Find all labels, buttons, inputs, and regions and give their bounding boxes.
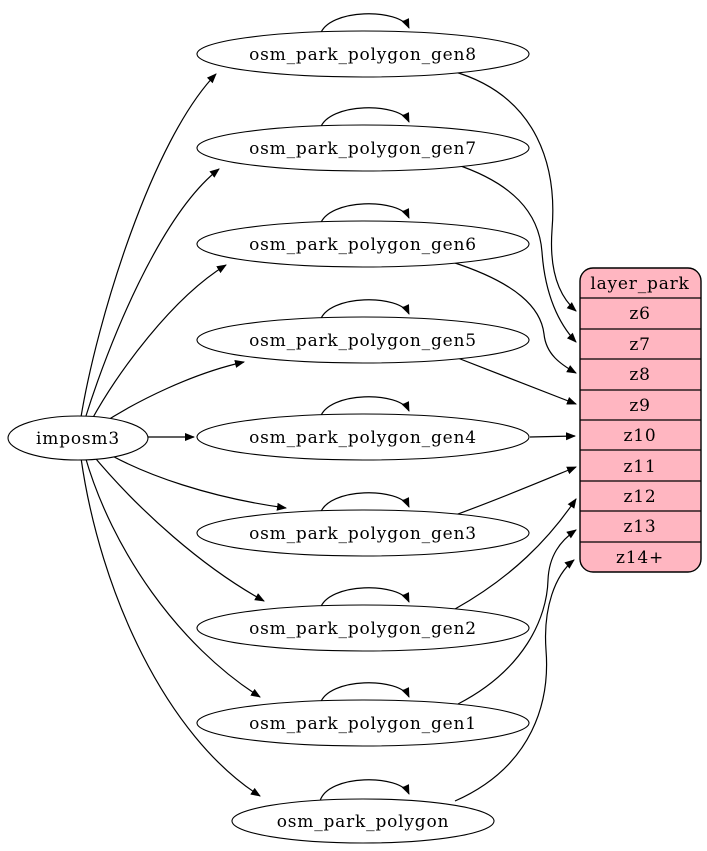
gen8-ellipse — [196, 30, 530, 78]
layer-row-z11: z11 — [624, 457, 657, 477]
edge-osm-park-polygon-gen5-to-z9 — [449, 354, 577, 405]
imposm3-ellipse — [7, 415, 149, 461]
self-loop-osm-park-polygon — [319, 779, 410, 802]
edge-osm-park-polygon-gen8-to-z6 — [451, 70, 577, 312]
node-osm-park-polygon-gen1: osm_park_polygon_gen1 — [196, 699, 530, 747]
gen3-label: osm_park_polygon_gen3 — [249, 524, 477, 544]
gen1-label: osm_park_polygon_gen1 — [249, 714, 477, 734]
node-imposm3: imposm3 — [7, 415, 149, 461]
node-osm-park-polygon-gen3: osm_park_polygon_gen3 — [196, 509, 530, 557]
imposm3-label: imposm3 — [36, 429, 120, 449]
node-osm-park-polygon-gen5: osm_park_polygon_gen5 — [196, 316, 530, 364]
node-layer-park: layer_park z6 z7 z8 z9 z10 z11 z12 z13 z… — [579, 267, 702, 573]
self-loop-osm-park-polygon-gen3 — [319, 492, 410, 515]
gen5-ellipse — [196, 316, 530, 364]
edge-imposm3-to-osm-park-polygon-gen2 — [90, 452, 265, 602]
layer-row-z8: z8 — [629, 365, 650, 385]
edge-osm-park-polygon-gen3-to-z11 — [449, 466, 577, 518]
self-loops — [319, 13, 410, 802]
edge-osm-park-polygon-gen1-to-z13 — [457, 529, 577, 705]
osm-park-polygon-ellipse — [231, 798, 495, 844]
layer-row-z7: z7 — [629, 335, 650, 355]
gen3-ellipse — [196, 509, 530, 557]
gen1-ellipse — [196, 699, 530, 747]
gen7-ellipse — [196, 124, 530, 172]
self-loop-osm-park-polygon-gen5 — [319, 299, 410, 322]
layer-row-z12: z12 — [624, 487, 657, 507]
node-osm-park-polygon-gen2: osm_park_polygon_gen2 — [196, 604, 530, 652]
self-loop-osm-park-polygon-gen1 — [319, 682, 410, 705]
layer-park-row-dividers — [580, 297, 701, 543]
layer-row-z6: z6 — [629, 304, 650, 324]
gen2-label: osm_park_polygon_gen2 — [249, 619, 477, 639]
edges-to-layer-park — [449, 70, 577, 802]
layer-row-z9: z9 — [629, 396, 650, 416]
layer-park-title: layer_park — [590, 274, 689, 294]
edge-imposm3-to-osm-park-polygon-gen7 — [84, 168, 220, 420]
node-osm-park-polygon-gen8: osm_park_polygon_gen8 — [196, 30, 530, 78]
self-loop-osm-park-polygon-gen4 — [319, 396, 410, 419]
self-loop-osm-park-polygon-gen8 — [319, 13, 410, 36]
edge-osm-park-polygon-gen4-to-z10 — [529, 432, 576, 441]
gen2-ellipse — [196, 604, 530, 652]
edge-imposm3-to-osm-park-polygon — [80, 457, 261, 797]
edge-imposm3-to-osm-park-polygon-gen6 — [90, 264, 227, 422]
gen4-label: osm_park_polygon_gen4 — [249, 428, 477, 448]
self-loop-osm-park-polygon-gen7 — [319, 107, 410, 130]
osm-park-polygon-label: osm_park_polygon — [277, 812, 450, 832]
node-osm-park-polygon: osm_park_polygon — [231, 798, 495, 844]
layer-row-z13: z13 — [624, 517, 657, 537]
gen6-label: osm_park_polygon_gen6 — [249, 235, 477, 255]
edge-imposm3-to-osm-park-polygon-gen3 — [99, 448, 287, 511]
gen5-label: osm_park_polygon_gen5 — [249, 331, 477, 351]
gen6-ellipse — [196, 220, 530, 268]
edge-osm-park-polygon-gen7-to-z7 — [454, 163, 577, 343]
self-loop-osm-park-polygon-gen2 — [319, 587, 410, 610]
gen4-ellipse — [196, 413, 530, 461]
node-osm-park-polygon-gen6: osm_park_polygon_gen6 — [196, 220, 530, 268]
edge-imposm3-to-osm-park-polygon-gen5 — [99, 360, 245, 426]
edge-osm-park-polygon-to-z14plus — [454, 559, 575, 802]
edges-from-imposm3 — [80, 73, 287, 797]
edge-osm-park-polygon-gen6-to-z8 — [451, 261, 577, 374]
edge-imposm3-to-osm-park-polygon-gen8 — [80, 73, 217, 418]
self-loop-osm-park-polygon-gen6 — [319, 203, 410, 226]
gen8-label: osm_park_polygon_gen8 — [249, 45, 477, 65]
layer-row-z14plus: z14+ — [616, 548, 664, 568]
layer-row-z10: z10 — [624, 426, 657, 446]
edge-osm-park-polygon-gen2-to-z12 — [454, 498, 577, 610]
gen7-label: osm_park_polygon_gen7 — [249, 139, 477, 159]
node-osm-park-polygon-gen4: osm_park_polygon_gen4 — [196, 413, 530, 461]
node-osm-park-polygon-gen7: osm_park_polygon_gen7 — [196, 124, 530, 172]
edge-imposm3-to-osm-park-polygon-gen1 — [84, 455, 261, 698]
